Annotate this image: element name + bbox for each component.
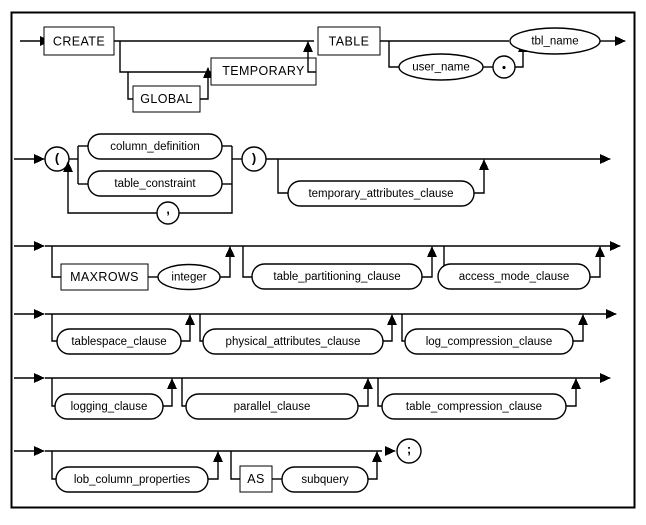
table-compression-clause-label: table_compression_clause — [406, 401, 542, 413]
comma-label: , — [166, 201, 170, 216]
row5-parallel-rejoin-wire — [358, 389, 369, 407]
row2-tempattrs-rejoin-arrow — [479, 159, 489, 170]
row2-comma-loop-arrow — [63, 161, 73, 172]
row4-tablespace-rejoin-wire — [181, 325, 191, 342]
global-keyword-label: GLOBAL — [140, 92, 192, 106]
row3-accessmode-rejoin-wire — [590, 257, 601, 278]
period-literal-dot — [502, 65, 506, 70]
row6-lob-rejoin-arrow — [213, 451, 223, 462]
row6-semicolon-arrow — [385, 446, 396, 456]
row-6-lob-as-subquery: lob_column_properties AS subquery ; — [14, 438, 422, 493]
tbl-name-label: tbl_name — [531, 36, 578, 48]
row3-maxrows-rejoin-wire — [220, 257, 231, 278]
semicolon-label: ; — [407, 441, 411, 456]
row3-exit-arrow — [610, 241, 621, 251]
row6-entry-arrow — [34, 446, 45, 456]
maxrows-keyword-box[interactable] — [60, 263, 149, 291]
row3-partitioning-rejoin-wire — [422, 257, 433, 278]
table-constraint-label: table_constraint — [114, 178, 196, 190]
row5-parallel-rejoin-arrow — [363, 378, 373, 389]
row3-partitioning-rejoin-arrow — [427, 246, 437, 257]
row2-comma-loop-right-wire — [157, 184, 233, 214]
row-1-create-table: CREATE GLOBAL TEMPORARY TABLE user_name — [20, 26, 626, 113]
as-keyword-label: AS — [247, 472, 264, 486]
row6-subquery-rejoin-arrow — [372, 451, 382, 462]
maxrows-keyword-label: MAXROWS — [70, 270, 139, 284]
open-paren-label: ( — [55, 150, 60, 165]
row2-tempattrs-rejoin-wire — [474, 170, 485, 194]
access-mode-clause-label: access_mode_clause — [459, 271, 570, 283]
row1-period-rejoin-wire — [515, 52, 524, 68]
column-definition-label: column_definition — [110, 141, 200, 153]
row2-comma-loop-left-wire — [67, 172, 157, 214]
row-3-maxrows-partitioning-accessmode: MAXROWS integer table_partitioning_claus… — [14, 241, 621, 291]
row3-accessmode-rejoin-arrow — [595, 246, 605, 257]
row3-entry-arrow — [34, 241, 45, 251]
row4-logcompression-rejoin-wire — [573, 325, 584, 342]
create-keyword-label: CREATE — [53, 34, 105, 48]
row2-exit-arrow — [600, 154, 611, 164]
row1-temporary-rejoin-wire — [307, 52, 316, 73]
integer-label: integer — [171, 272, 206, 284]
row1-temporary-branch-wire — [119, 41, 211, 73]
row5-tablecompression-rejoin-arrow — [571, 378, 581, 389]
row6-lob-rejoin-wire — [208, 462, 219, 480]
row4-physical-rejoin-arrow — [387, 314, 397, 325]
subquery-label: subquery — [301, 474, 349, 486]
table-keyword-label: TABLE — [329, 34, 370, 48]
row6-as-branch-wire — [230, 451, 241, 480]
row5-entry-arrow — [34, 373, 45, 383]
row4-physical-rejoin-wire — [383, 325, 393, 342]
row3-partitioning-branch-wire — [242, 246, 253, 278]
row2-tempattrs-branch-wire — [277, 159, 288, 194]
row5-tablecompression-rejoin-wire — [566, 389, 577, 407]
tablespace-clause-label: tablespace_clause — [71, 336, 166, 348]
temporary-attributes-clause-label: temporary_attributes_clause — [308, 188, 453, 200]
table-partitioning-clause-label: table_partitioning_clause — [273, 271, 400, 283]
as-keyword-box[interactable] — [239, 465, 273, 493]
physical-attributes-clause-label: physical_attributes_clause — [226, 336, 361, 348]
close-paren-label: ) — [252, 150, 256, 165]
row4-logcompression-rejoin-arrow — [578, 314, 588, 325]
row5-exit-arrow — [600, 373, 611, 383]
row6-subquery-rejoin-wire — [368, 462, 378, 480]
row1-temporary-rejoin-arrow — [303, 41, 313, 52]
row4-entry-arrow — [34, 309, 45, 319]
parallel-clause-label: parallel_clause — [234, 401, 311, 413]
row1-username-branch-wire — [388, 41, 400, 68]
row4-exit-arrow — [606, 309, 617, 319]
semicolon-circle[interactable] — [396, 438, 422, 464]
row1-exit-arrow — [615, 36, 626, 46]
table-keyword-box[interactable] — [317, 26, 381, 56]
row-4-tablespace-physical-logcompression: tablespace_clause physical_attributes_cl… — [14, 309, 617, 355]
temporary-keyword-label: TEMPORARY — [222, 64, 305, 78]
lob-column-properties-label: lob_column_properties — [74, 474, 191, 486]
row2-entry-arrow — [34, 154, 45, 164]
row5-logging-rejoin-arrow — [167, 378, 177, 389]
temporary-keyword-box[interactable] — [210, 57, 317, 86]
row-5-logging-parallel-tablecompression: logging_clause parallel_clause table_com… — [14, 373, 611, 420]
row3-maxrows-branch-wire — [51, 246, 62, 278]
row5-logging-rejoin-wire — [163, 389, 173, 407]
row4-tablespace-rejoin-arrow — [185, 314, 195, 325]
row3-maxrows-rejoin-arrow — [225, 246, 235, 257]
logging-clause-label: logging_clause — [71, 401, 148, 413]
diagram-border — [10, 11, 636, 509]
row-2-column-definitions: ( column_definition table_constraint , )… — [14, 133, 611, 225]
row1-global-rejoin-wire — [200, 78, 209, 100]
global-keyword-box[interactable] — [132, 85, 201, 113]
log-compression-clause-label: log_compression_clause — [426, 336, 553, 348]
user-name-label: user_name — [412, 62, 470, 74]
